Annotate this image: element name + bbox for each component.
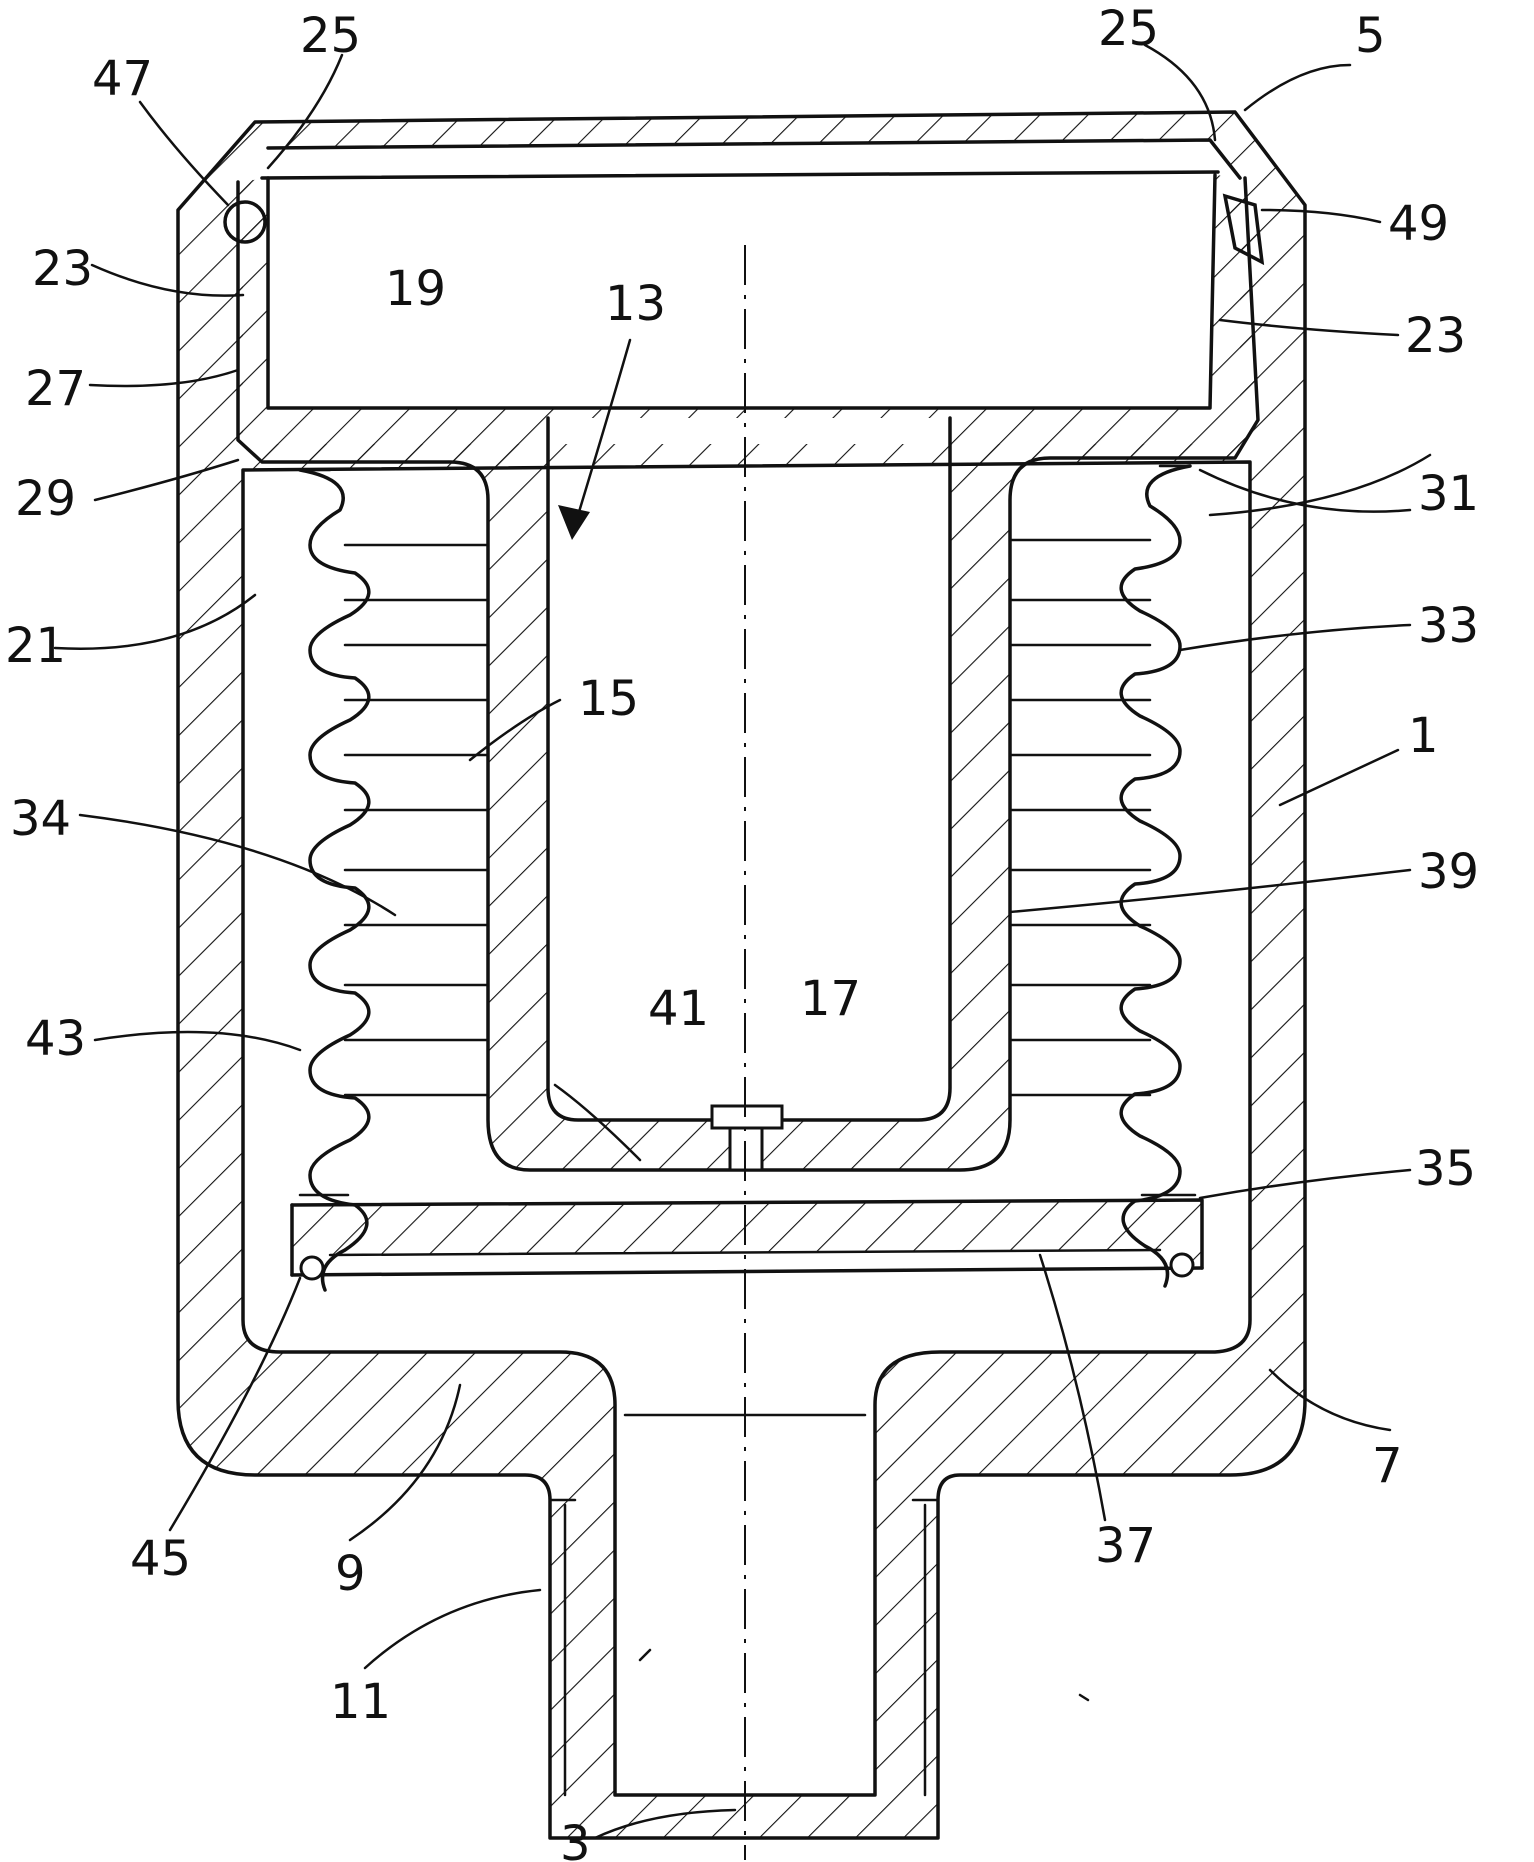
label-45: 45 — [130, 1531, 191, 1587]
label-31: 31 — [1418, 466, 1479, 522]
label-25-left: 25 — [300, 8, 361, 64]
label-3: 3 — [560, 1816, 591, 1862]
label-23-right: 23 — [1405, 308, 1466, 364]
label-49: 49 — [1388, 196, 1449, 252]
bellows-right — [1121, 466, 1190, 1286]
bellows-fill-lines — [300, 466, 1195, 1195]
bottom-plate — [292, 1200, 1202, 1279]
label-15: 15 — [578, 671, 639, 727]
label-19: 19 — [385, 261, 446, 317]
label-25-right: 25 — [1098, 1, 1159, 57]
arrow-13 — [572, 340, 630, 535]
seal-rings — [225, 196, 1262, 262]
label-5: 5 — [1355, 8, 1386, 64]
label-29: 29 — [15, 471, 76, 527]
arrow-13-head — [558, 505, 590, 540]
label-39: 39 — [1418, 844, 1479, 900]
label-11: 11 — [330, 1674, 391, 1730]
label-33: 33 — [1418, 598, 1479, 654]
label-41: 41 — [648, 981, 709, 1037]
label-23-left: 23 — [32, 241, 93, 297]
label-27: 27 — [25, 361, 86, 417]
label-7: 7 — [1372, 1438, 1403, 1494]
label-21: 21 — [5, 618, 66, 674]
label-37: 37 — [1095, 1518, 1156, 1574]
label-43: 43 — [25, 1011, 86, 1067]
label-1: 1 — [1408, 708, 1439, 764]
label-47: 47 — [92, 51, 153, 107]
label-17: 17 — [800, 971, 861, 1027]
label-13: 13 — [605, 276, 666, 332]
bellows-left — [300, 470, 369, 1290]
label-35: 35 — [1415, 1141, 1476, 1197]
label-9: 9 — [335, 1546, 366, 1602]
insert-cup — [238, 172, 1258, 1170]
label-34: 34 — [10, 791, 71, 847]
